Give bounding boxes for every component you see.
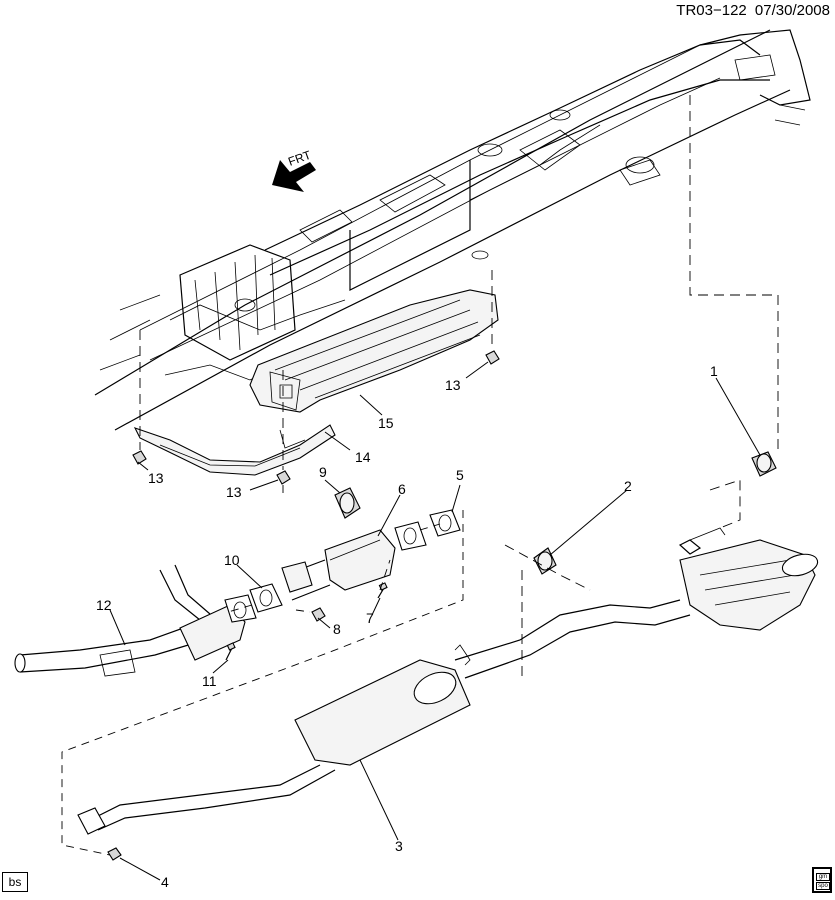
heat-shield-14: [133, 424, 336, 476]
bolt-7: [377, 582, 388, 599]
heat-shield-15: [249, 289, 499, 413]
assembly-guide-lines: [61, 95, 779, 856]
gasket-5: [429, 509, 461, 537]
nut-8: [311, 607, 326, 622]
hanger-insulator-1: [751, 451, 777, 477]
callout-15: 15: [378, 415, 394, 431]
nut-4: [107, 847, 122, 861]
callout-3: 3: [395, 838, 403, 854]
nut-13-center: [276, 470, 291, 485]
corner-tag: bs: [2, 872, 28, 892]
callout-13-center: 13: [226, 484, 242, 500]
gm-spo-logo: gm spo: [812, 867, 832, 893]
vehicle-frame: [94, 29, 811, 431]
callout-14: 14: [355, 449, 371, 465]
callout-2: 2: [624, 478, 632, 494]
callout-13-left: 13: [148, 470, 164, 486]
callout-13-right: 13: [445, 377, 461, 393]
callout-12: 12: [96, 597, 112, 613]
callout-labels: 1 2 3 4 5 6 7 8 9 10 11 12 13 13 13 14 1…: [96, 363, 718, 890]
callout-7: 7: [366, 610, 374, 626]
insulator-9: [334, 487, 361, 519]
nut-13-right: [485, 350, 500, 365]
front-direction-arrow: FRT: [272, 148, 316, 192]
diagram-header: TR03−122 07/30/2008: [560, 2, 830, 19]
logo-line-2: spo: [816, 882, 830, 890]
callout-6: 6: [398, 481, 406, 497]
diagram-date: 07/30/2008: [754, 2, 830, 19]
callout-10: 10: [224, 552, 240, 568]
flange-gasket-left: [224, 594, 257, 623]
diagram-code: TR03−122: [676, 2, 747, 19]
callout-8: 8: [333, 621, 341, 637]
nut-13-left: [132, 450, 147, 465]
callout-11: 11: [202, 673, 217, 689]
logo-line-1: gm: [816, 873, 830, 881]
intermediate-pipe-muffler-3: [77, 599, 691, 835]
bolt-11: [225, 642, 236, 661]
callout-9: 9: [319, 464, 327, 480]
front-pipe-12: [14, 564, 246, 677]
callout-1: 1: [710, 363, 718, 379]
gasket-10: [249, 583, 283, 613]
flange-6-front: [394, 521, 427, 551]
leader-lines: [109, 361, 761, 881]
callout-5: 5: [456, 467, 464, 483]
rear-muffler: [678, 527, 819, 631]
catalytic-converter-6: [281, 529, 396, 601]
hanger-insulator-2: [533, 547, 557, 575]
callout-4: 4: [161, 874, 169, 890]
